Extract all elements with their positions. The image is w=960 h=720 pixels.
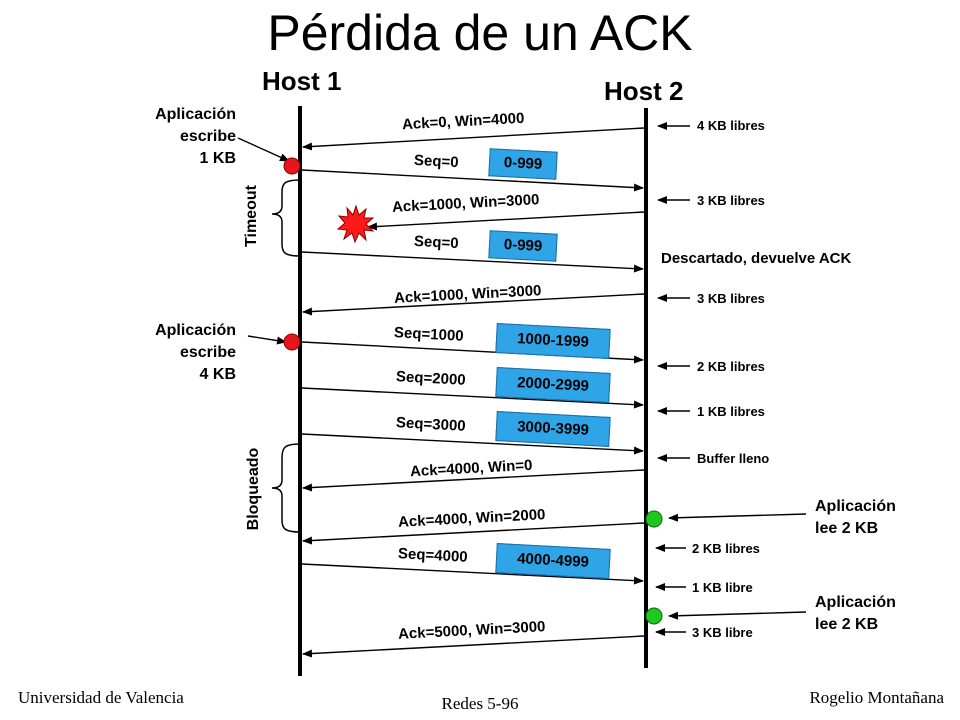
- msg-seq-arrow: [301, 563, 644, 585]
- buffer-note: Buffer lleno: [697, 451, 770, 466]
- msg-label-seq: Seq=0: [413, 232, 460, 253]
- msg-seq-arrow: [301, 251, 644, 273]
- pointer-arrow: [237, 137, 290, 162]
- msg-ack-arrow: [302, 522, 645, 545]
- msg-seq-arrow: [301, 387, 644, 409]
- buffer-note: 4 KB libres: [697, 118, 765, 133]
- segment-box: 0-999: [488, 230, 558, 262]
- msg-label-seq: Seq=0: [413, 151, 460, 172]
- buffer-note: 2 KB libres: [697, 359, 765, 374]
- msg-seq-arrow: [301, 169, 644, 192]
- msg-label-seq: Seq=2000: [395, 368, 467, 389]
- pointer-arrow: [668, 513, 807, 522]
- host2-read-marker: [645, 607, 663, 625]
- footer-author: Rogelio Montañana: [809, 688, 944, 707]
- msg-ack-arrow: [302, 127, 645, 151]
- buffer-note: 1 KB libres: [697, 404, 765, 419]
- msg-lost-ack-arrow: [367, 211, 645, 231]
- page-title: Pérdida de un ACK: [267, 5, 693, 61]
- msg-label-seq: Seq=3000: [395, 414, 467, 435]
- host1-write-marker: [283, 333, 301, 351]
- footer-institution: Universidad de Valencia: [18, 688, 184, 707]
- host1-write-marker: [283, 157, 301, 175]
- timeout-label: Timeout: [243, 185, 260, 247]
- bloqueado-label: Bloqueado: [245, 447, 262, 531]
- buffer-note: 2 KB libres: [692, 541, 760, 556]
- host1-label: Host 1: [262, 66, 342, 96]
- buffer-note: 3 KB libres: [697, 291, 765, 306]
- buffer-note-discarded: Descartado, devuelve ACK: [661, 250, 852, 267]
- host2-label: Host 2: [604, 76, 684, 106]
- pointer-arrow: [247, 335, 287, 345]
- segment-box: 3000-3999: [495, 411, 611, 447]
- msg-ack-arrow: [302, 293, 645, 316]
- msg-seq-arrow: [301, 433, 644, 455]
- lost-packet-burst-icon: [336, 204, 375, 244]
- msg-ack-arrow: [302, 469, 645, 492]
- bloqueado-bracket: [271, 443, 301, 533]
- pointer-arrow: [668, 611, 807, 620]
- buffer-note: 3 KB libre: [692, 625, 753, 640]
- app-write-note-2: Aplicación escribe 4 KB: [155, 322, 236, 383]
- app-write-note-1: Aplicación escribe 1 KB: [155, 106, 236, 167]
- segment-box: 2000-2999: [495, 367, 611, 403]
- timeout-bracket: [271, 179, 301, 257]
- msg-label-seq: Seq=4000: [397, 545, 469, 566]
- footer-slide-number: Redes 5-96: [441, 694, 519, 713]
- buffer-note: 3 KB libres: [697, 193, 765, 208]
- msg-ack-arrow: [302, 635, 645, 658]
- host2-read-marker: [645, 510, 663, 528]
- app-read-note-1: Aplicación lee 2 KB: [815, 498, 896, 537]
- segment-box: 0-999: [488, 148, 558, 180]
- msg-label-seq: Seq=1000: [393, 324, 465, 345]
- segment-box: 1000-1999: [495, 323, 611, 359]
- buffer-note: 1 KB libre: [692, 580, 753, 595]
- segment-box: 4000-4999: [495, 543, 611, 579]
- app-read-note-2: Aplicación lee 2 KB: [815, 594, 896, 633]
